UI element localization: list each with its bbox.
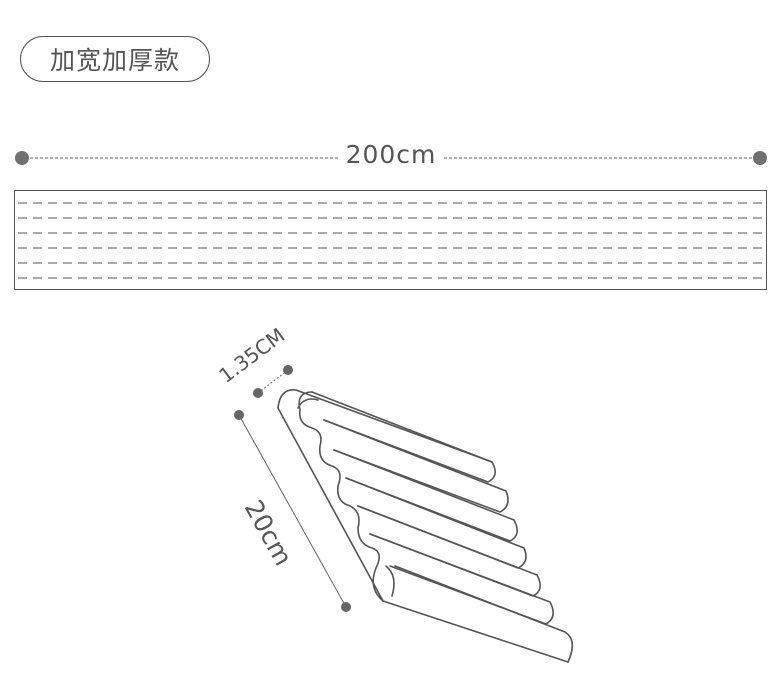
length-left-dot bbox=[15, 151, 29, 165]
pad-ridge bbox=[345, 477, 527, 569]
width-label: 20cm bbox=[239, 495, 298, 570]
pad-inner-curl-top bbox=[297, 398, 319, 409]
length-label: 200cm bbox=[346, 140, 437, 169]
pad-top-view bbox=[14, 190, 767, 290]
pad-ridge bbox=[311, 391, 496, 483]
pad-rolled-edge bbox=[298, 391, 384, 602]
folded-pad-illustration bbox=[277, 389, 574, 663]
width-line bbox=[238, 414, 347, 608]
pad-inner-curl bbox=[385, 565, 395, 597]
variant-badge: 加宽加厚款 bbox=[20, 36, 210, 82]
pad-bottom-edge bbox=[277, 407, 384, 602]
thickness-dimension: 1.35CM bbox=[214, 323, 293, 398]
pad-top-edge bbox=[277, 389, 493, 463]
thickness-line bbox=[257, 369, 289, 394]
variant-badge-label: 加宽加厚款 bbox=[49, 46, 180, 75]
length-right-dot bbox=[753, 151, 767, 165]
pad-baseline bbox=[382, 600, 569, 663]
pad-ridge bbox=[369, 533, 554, 625]
pad-ridge bbox=[333, 449, 518, 542]
length-dimension: 200cm bbox=[15, 140, 767, 169]
pad-ridge bbox=[323, 419, 509, 513]
pad-end-cap bbox=[394, 565, 574, 663]
pad-outline bbox=[14, 190, 767, 290]
